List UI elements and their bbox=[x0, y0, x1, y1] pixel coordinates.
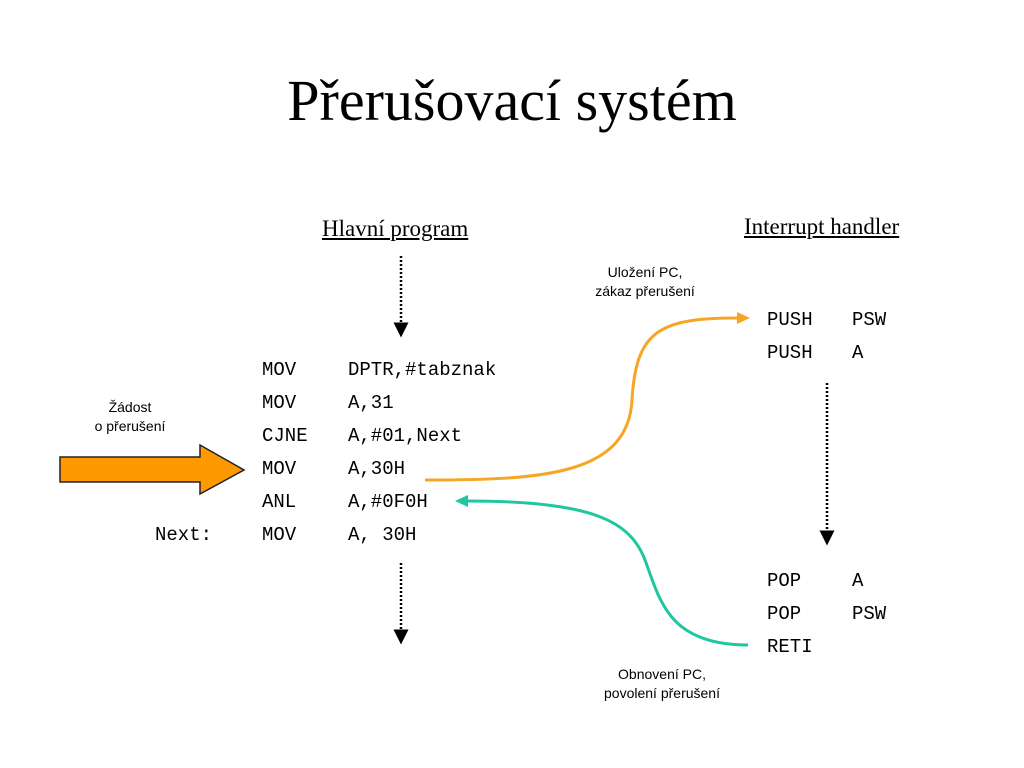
code-args-5: A,#0F0H bbox=[348, 491, 428, 513]
code-op-2: MOV bbox=[262, 392, 297, 414]
slide-title: Přerušovací systém bbox=[287, 68, 737, 133]
code-op-5: ANL bbox=[262, 491, 297, 513]
handler-op-4: POP bbox=[767, 603, 802, 625]
code-label-next: Next: bbox=[155, 524, 213, 546]
interrupt-handler-heading: Interrupt handler bbox=[744, 214, 900, 239]
restore-pc-label-line1: Obnovení PC, bbox=[618, 666, 706, 682]
handler-op-2: PUSH bbox=[767, 342, 813, 364]
save-pc-arrowhead bbox=[737, 312, 750, 324]
restore-pc-curve bbox=[466, 499, 749, 647]
interrupt-request-label-line2: o přerušení bbox=[94, 418, 166, 434]
code-args-1: DPTR,#tabznak bbox=[348, 359, 497, 381]
code-args-6: A, 30H bbox=[348, 524, 417, 546]
interrupt-request-label-line1: Žádost bbox=[108, 399, 152, 415]
save-pc-label-line1: Uložení PC, bbox=[607, 264, 683, 280]
code-args-4: A,30H bbox=[348, 458, 406, 480]
handler-op-5: RETI bbox=[767, 636, 813, 658]
save-pc-curve bbox=[424, 316, 739, 482]
save-pc-label: Uložení PC, zákaz přerušení bbox=[575, 263, 715, 301]
code-op-3: CJNE bbox=[262, 425, 308, 447]
restore-pc-label-line2: povolení přerušení bbox=[604, 685, 720, 701]
code-args-2: A,31 bbox=[348, 392, 394, 414]
handler-args-1: PSW bbox=[852, 309, 887, 331]
interrupt-request-label: Žádost o přerušení bbox=[70, 398, 190, 436]
code-op-4: MOV bbox=[262, 458, 297, 480]
restore-pc-arrowhead bbox=[455, 495, 468, 507]
handler-args-3: A bbox=[852, 570, 864, 592]
handler-op-1: PUSH bbox=[767, 309, 813, 331]
code-op-6: MOV bbox=[262, 524, 297, 546]
code-op-1: MOV bbox=[262, 359, 297, 381]
restore-pc-label: Obnovení PC, povolení přerušení bbox=[582, 665, 742, 703]
code-args-3: A,#01,Next bbox=[348, 425, 463, 447]
handler-op-3: POP bbox=[767, 570, 802, 592]
save-pc-label-line2: zákaz přerušení bbox=[595, 283, 695, 299]
handler-args-2: A bbox=[852, 342, 864, 364]
handler-args-4: PSW bbox=[852, 603, 887, 625]
interrupt-request-arrow bbox=[59, 443, 246, 496]
main-program-heading: Hlavní program bbox=[322, 216, 469, 241]
